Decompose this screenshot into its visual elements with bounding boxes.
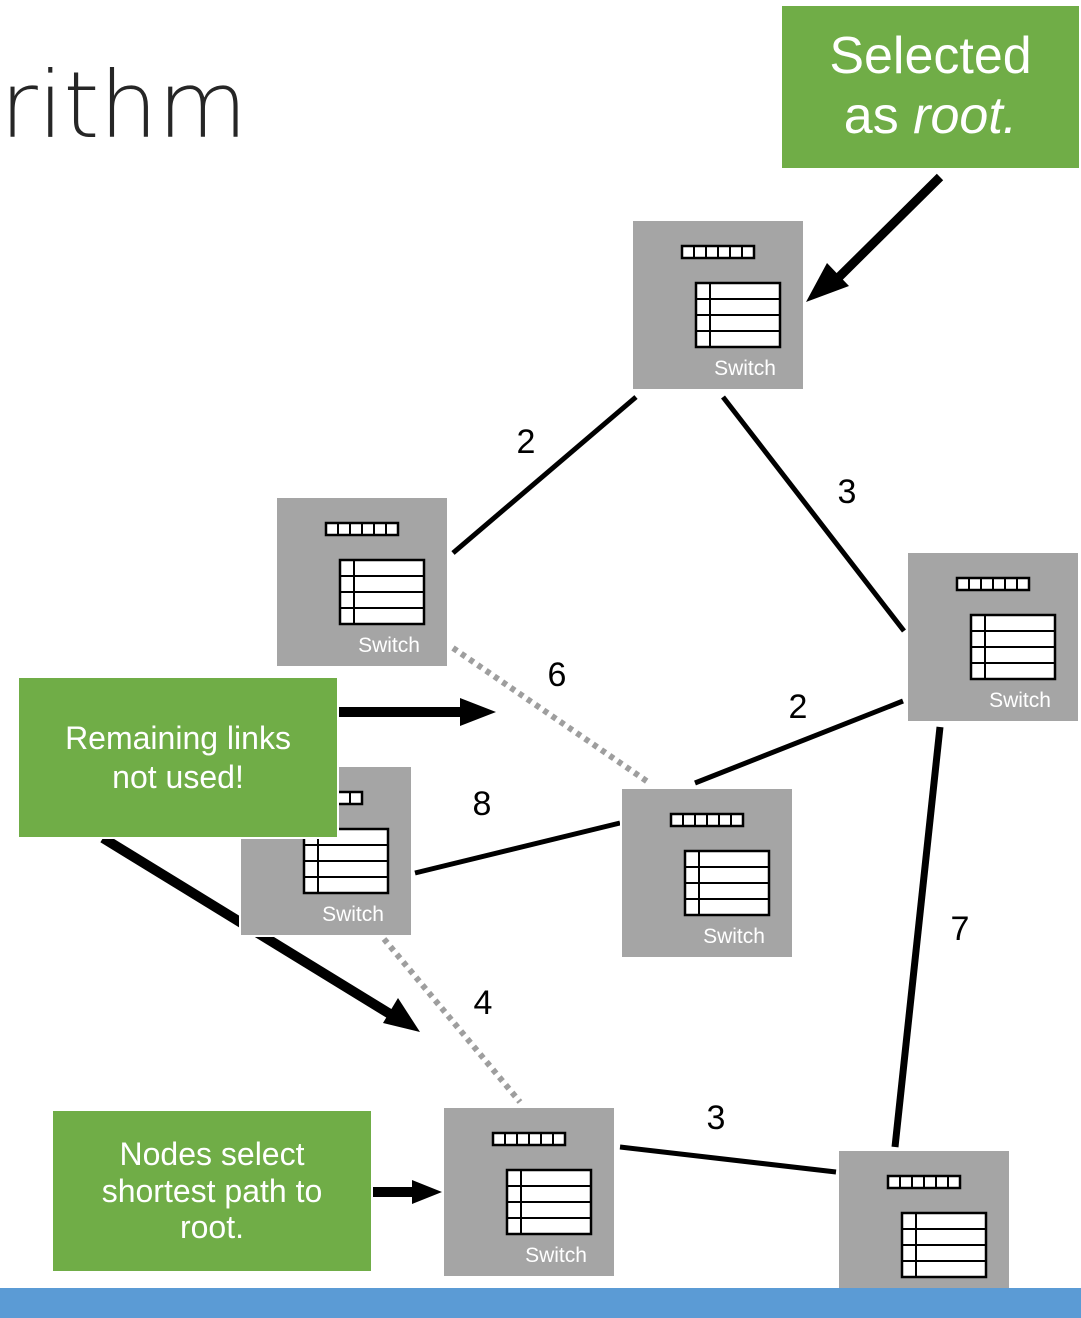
switch-label: Switch xyxy=(703,925,765,948)
switch-label: Switch xyxy=(525,1244,587,1267)
switch-bottom: Switch xyxy=(441,1105,617,1279)
weight-root-right: 3 xyxy=(838,473,857,511)
weight-bottom-bottomright: 3 xyxy=(707,1099,726,1137)
callout-nodes-line2: shortest path to xyxy=(101,1172,323,1209)
callout-remaining-line2: not used! xyxy=(112,758,244,795)
footer-bar xyxy=(0,1288,1081,1318)
link-right-bottomright xyxy=(891,726,944,1148)
switch-lowleft: Switch xyxy=(238,764,414,938)
link-root-left xyxy=(451,395,638,555)
links xyxy=(381,395,944,1175)
switch-center: Switch xyxy=(619,786,795,960)
switch-root: Switch xyxy=(630,218,806,392)
link-bottom-bottomright xyxy=(619,1144,837,1175)
callout-selected-as-root: Selected as root. xyxy=(780,4,1081,170)
weight-lowleft-bottom: 4 xyxy=(474,984,493,1022)
weight-right-center: 2 xyxy=(789,688,808,726)
switch-label: Switch xyxy=(714,357,776,380)
slide-title: rithm xyxy=(0,52,248,159)
link-right-center xyxy=(694,698,904,786)
weight-root-left: 2 xyxy=(517,423,536,461)
arrow-to-root xyxy=(806,173,944,302)
weight-lowleft-center: 8 xyxy=(473,785,492,823)
weight-right-bottomright: 7 xyxy=(951,910,970,948)
switch-label: Switch xyxy=(989,689,1051,712)
callout-root-line2: as root. xyxy=(843,87,1018,145)
callout-nodes-select: Nodes select shortest path to root. xyxy=(51,1109,373,1273)
callout-remaining-line1: Remaining links xyxy=(65,720,291,757)
callout-nodes-line1: Nodes select xyxy=(119,1135,305,1172)
link-root-right xyxy=(721,395,906,633)
switch-right: Switch xyxy=(905,550,1081,724)
weight-left-center: 6 xyxy=(548,656,567,694)
switch-left: Switch xyxy=(274,495,450,669)
link-weights: 2 3 6 2 8 4 7 3 xyxy=(473,423,970,1137)
switch-label: Switch xyxy=(358,634,420,657)
arrow-to-unused-link xyxy=(338,698,496,726)
link-lowleft-center xyxy=(414,820,621,876)
switch-label: Switch xyxy=(322,903,384,926)
callout-nodes-line3: root. xyxy=(179,1209,244,1246)
callout-root-line1: Selected xyxy=(829,27,1032,86)
callout-remaining-links: Remaining links not used! xyxy=(17,676,339,839)
arrow-to-bottom-switch xyxy=(373,1180,442,1204)
